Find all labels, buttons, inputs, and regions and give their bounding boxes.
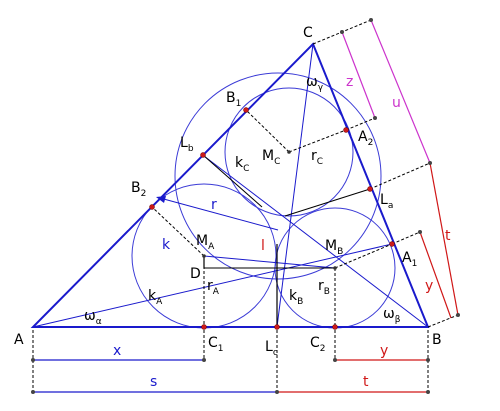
side-dim-end-dots bbox=[340, 18, 460, 317]
label-t-bottom: t bbox=[363, 374, 369, 390]
label-kC: kC bbox=[235, 155, 249, 174]
ext-B-right bbox=[427, 314, 459, 328]
bisector-from-C bbox=[276, 43, 314, 328]
point-B1 bbox=[243, 107, 249, 113]
label-u: u bbox=[392, 95, 401, 111]
triangle-ABC bbox=[30, 42, 430, 328]
label-B2: B2 bbox=[131, 180, 146, 199]
bisector-from-A bbox=[32, 243, 393, 328]
segment-La-tangent bbox=[284, 188, 371, 217]
point-MB bbox=[333, 266, 337, 270]
dashed-MB-A1 bbox=[334, 243, 393, 269]
label-r: r bbox=[211, 197, 217, 213]
dim-end-dots bbox=[31, 358, 430, 394]
point-La bbox=[367, 186, 373, 192]
point-Lc bbox=[274, 324, 280, 330]
label-omega-alpha: ωα bbox=[84, 308, 102, 327]
point-C2 bbox=[332, 324, 338, 330]
label-La: La bbox=[380, 192, 393, 211]
point-Lb bbox=[200, 152, 206, 158]
label-A1: A1 bbox=[402, 250, 417, 269]
point-A2 bbox=[343, 127, 349, 133]
label-A2: A2 bbox=[358, 129, 373, 148]
points bbox=[149, 107, 395, 330]
label-y-bottom: y bbox=[380, 343, 388, 359]
ext-A2-right bbox=[345, 117, 376, 131]
circle-k bbox=[174, 72, 382, 280]
dim-u bbox=[370, 19, 431, 164]
centers bbox=[202, 150, 337, 270]
label-rA: rA bbox=[207, 278, 220, 297]
label-B: B bbox=[432, 332, 442, 348]
point-MC bbox=[287, 150, 291, 154]
label-y-side: y bbox=[425, 278, 433, 294]
label-l: l bbox=[261, 238, 265, 254]
dim-t-side bbox=[429, 162, 459, 316]
label-omega-beta: ωβ bbox=[383, 306, 401, 325]
ext-La-right bbox=[369, 162, 431, 190]
label-MC: MC bbox=[262, 148, 280, 167]
label-t-side: t bbox=[445, 228, 451, 244]
label-kB: kB bbox=[289, 288, 303, 307]
bisector-from-B bbox=[203, 155, 429, 328]
dashed-MC-B1 bbox=[245, 109, 290, 153]
label-C: C bbox=[303, 25, 313, 41]
label-z: z bbox=[346, 74, 353, 90]
label-MB: MB bbox=[325, 238, 343, 257]
label-kA: kA bbox=[148, 288, 163, 307]
circle-kC bbox=[224, 87, 354, 217]
dashed-rC bbox=[288, 129, 347, 153]
segment-Lb-tangent bbox=[202, 154, 263, 208]
dim-y-side bbox=[419, 231, 452, 319]
label-k: k bbox=[162, 237, 171, 253]
segment-MA-MB bbox=[203, 255, 336, 269]
label-Lb: Lb bbox=[180, 135, 194, 154]
label-D: D bbox=[190, 266, 201, 282]
label-rB: rB bbox=[318, 278, 330, 297]
dashed-MA-B2 bbox=[151, 206, 205, 257]
radius-r-line bbox=[159, 197, 279, 231]
label-x: x bbox=[113, 343, 121, 359]
label-B1: B1 bbox=[226, 90, 241, 109]
point-A1 bbox=[389, 241, 395, 247]
label-C1: C1 bbox=[208, 335, 224, 354]
label-C2: C2 bbox=[310, 335, 326, 354]
point-MA bbox=[202, 254, 206, 258]
point-C1 bbox=[201, 324, 207, 330]
dim-z bbox=[341, 31, 376, 119]
radius-r-arrowhead bbox=[156, 196, 166, 203]
label-omega-gamma: ωγ bbox=[306, 74, 324, 93]
point-B2 bbox=[149, 204, 155, 210]
label-Lc: Lc bbox=[265, 339, 278, 358]
label-MA: MA bbox=[196, 233, 215, 252]
ext-A1-right bbox=[391, 231, 421, 245]
label-s: s bbox=[150, 374, 157, 390]
label-A: A bbox=[14, 332, 24, 348]
label-rC: rC bbox=[311, 148, 323, 167]
